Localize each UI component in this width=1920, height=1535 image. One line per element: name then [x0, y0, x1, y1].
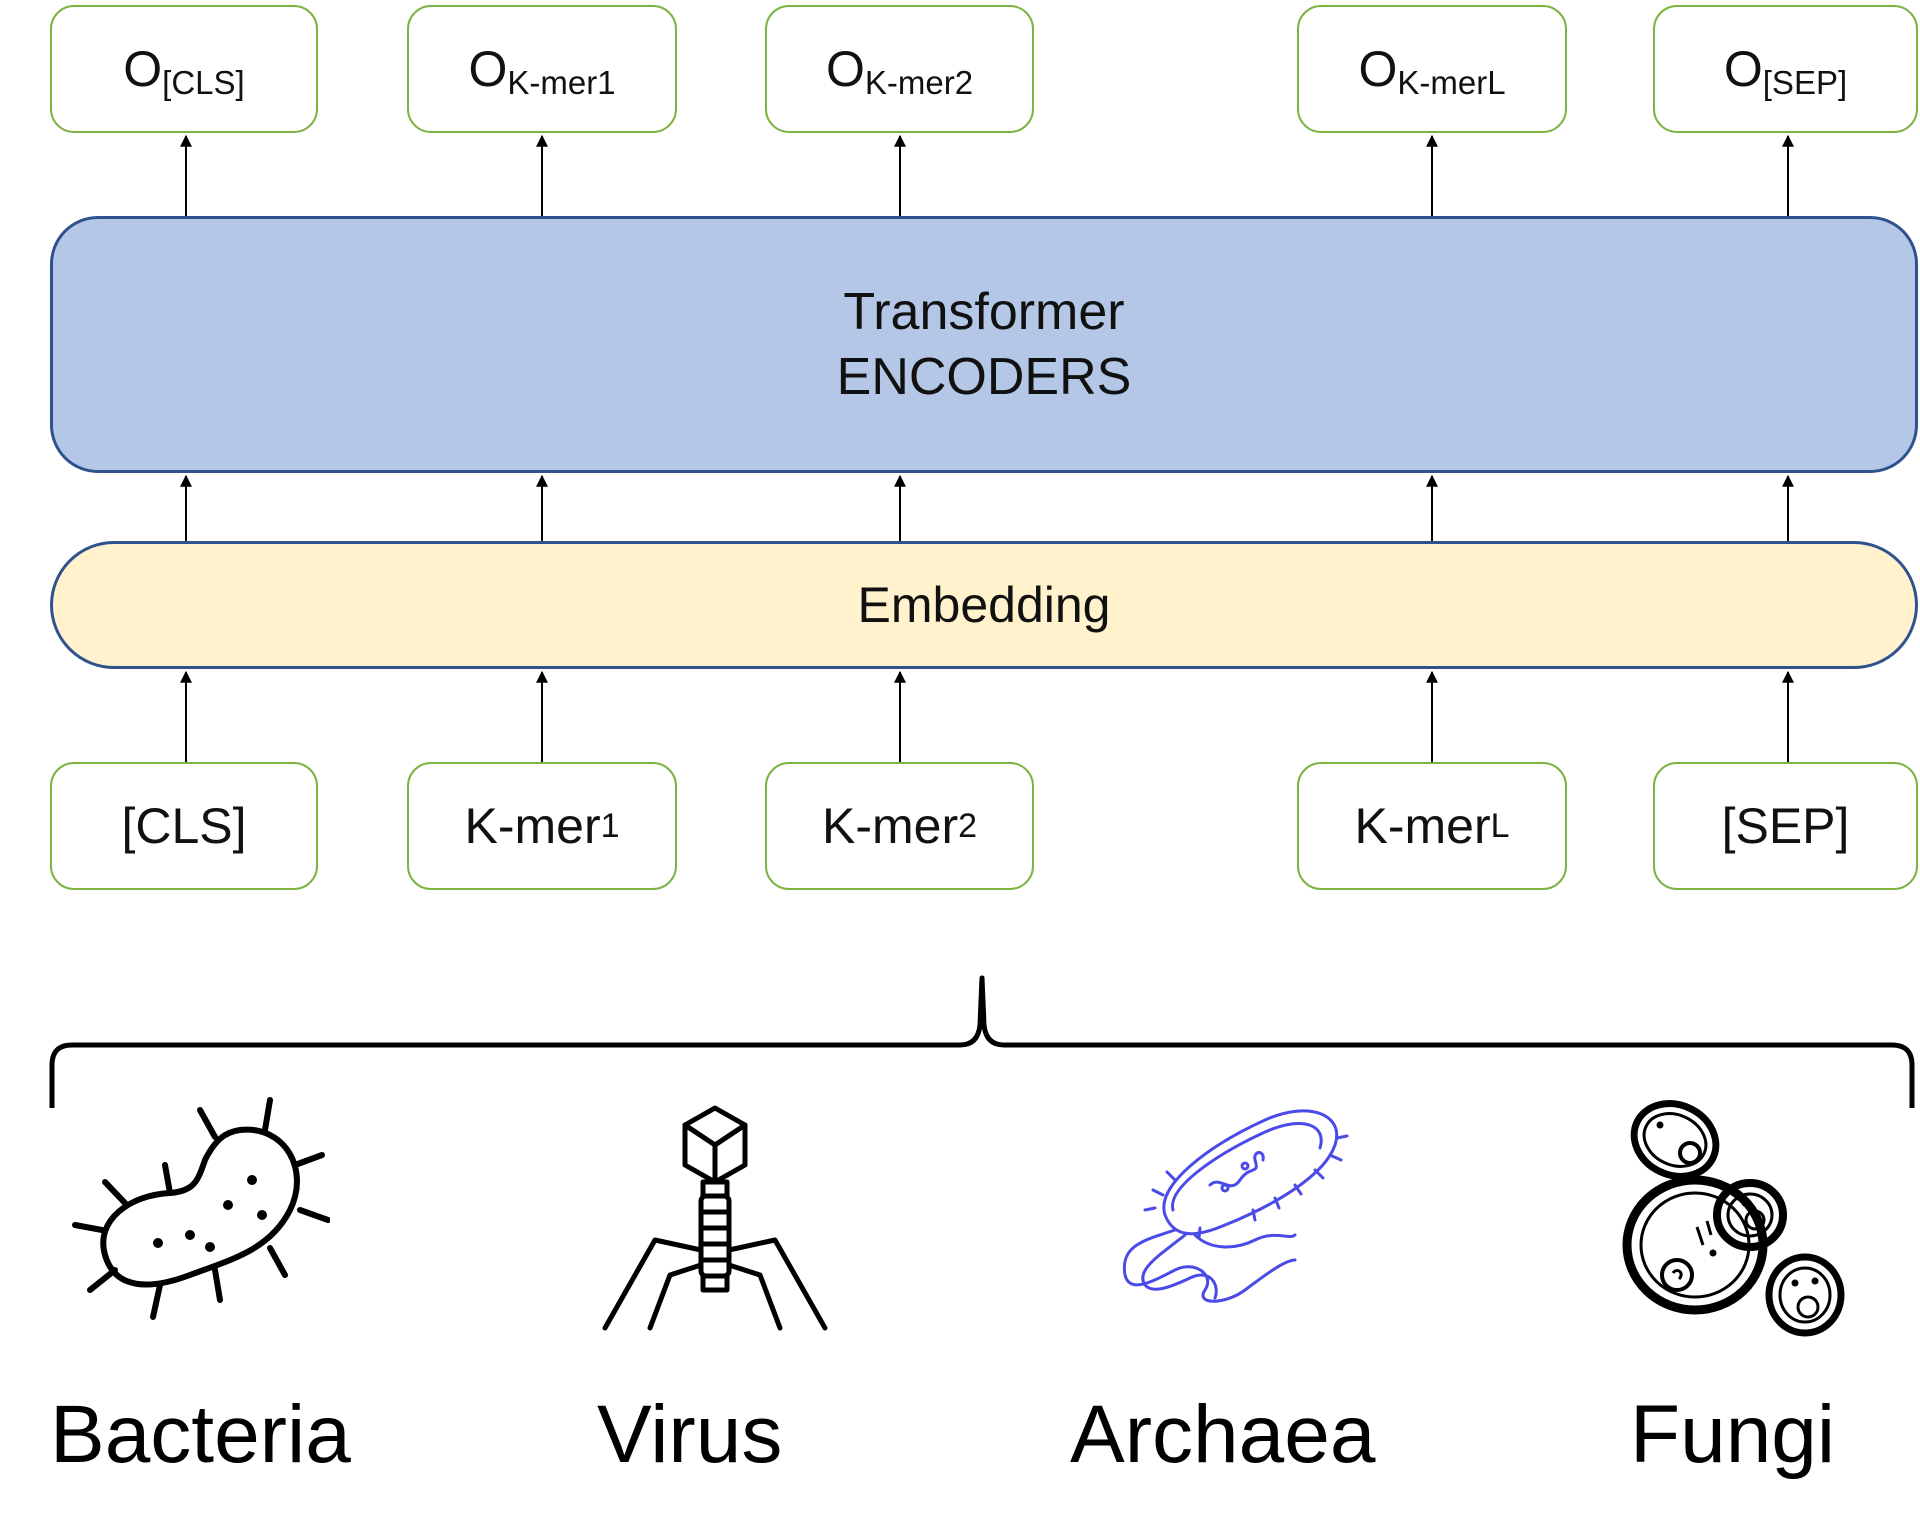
output-main: O	[468, 41, 508, 97]
input-sub: L	[1490, 806, 1510, 845]
input-main: K-mer	[1354, 798, 1491, 854]
organism-label-fungi: Fungi	[1630, 1389, 1836, 1480]
embedding-block: Embedding	[50, 541, 1918, 669]
output-sub: K-merL	[1397, 64, 1506, 101]
output-sub: [SEP]	[1762, 64, 1848, 101]
output-main: O	[1723, 41, 1763, 97]
input-sub: 2	[958, 806, 978, 845]
input-main: [SEP]	[1721, 798, 1850, 854]
grouping-brace	[49, 975, 1915, 1108]
organism-label-bacteria: Bacteria	[50, 1389, 351, 1480]
output-sub: [CLS]	[162, 64, 245, 101]
fungi-icon	[1622, 1100, 1845, 1337]
input-main: K-mer	[821, 798, 959, 854]
transformer-encoders-block: Transformer ENCODERS	[50, 216, 1918, 473]
archaea-icon	[1122, 1109, 1349, 1303]
output-main: O	[123, 41, 163, 97]
input-main: [CLS]	[121, 798, 247, 854]
input-sub: 1	[600, 806, 620, 845]
organism-label-virus: Virus	[597, 1389, 783, 1480]
organism-label-archaea: Archaea	[1070, 1389, 1376, 1480]
output-box-cls: O[CLS]	[50, 5, 318, 133]
input-box-sep: [SEP]	[1653, 762, 1918, 890]
output-main: O	[825, 41, 865, 97]
input-box-cls: [CLS]	[50, 762, 318, 890]
embedding-label: Embedding	[857, 577, 1111, 633]
output-sub: K-mer2	[864, 64, 974, 101]
output-main: O	[1358, 41, 1398, 97]
virus-icon	[602, 1105, 828, 1331]
output-box-sep: O[SEP]	[1653, 5, 1918, 133]
transformer-subtitle: ENCODERS	[836, 347, 1132, 406]
output-sub: K-mer1	[507, 64, 616, 101]
transformer-title: Transformer	[843, 282, 1125, 341]
input-main: K-mer	[464, 798, 601, 854]
bacteria-icon	[72, 1097, 330, 1320]
